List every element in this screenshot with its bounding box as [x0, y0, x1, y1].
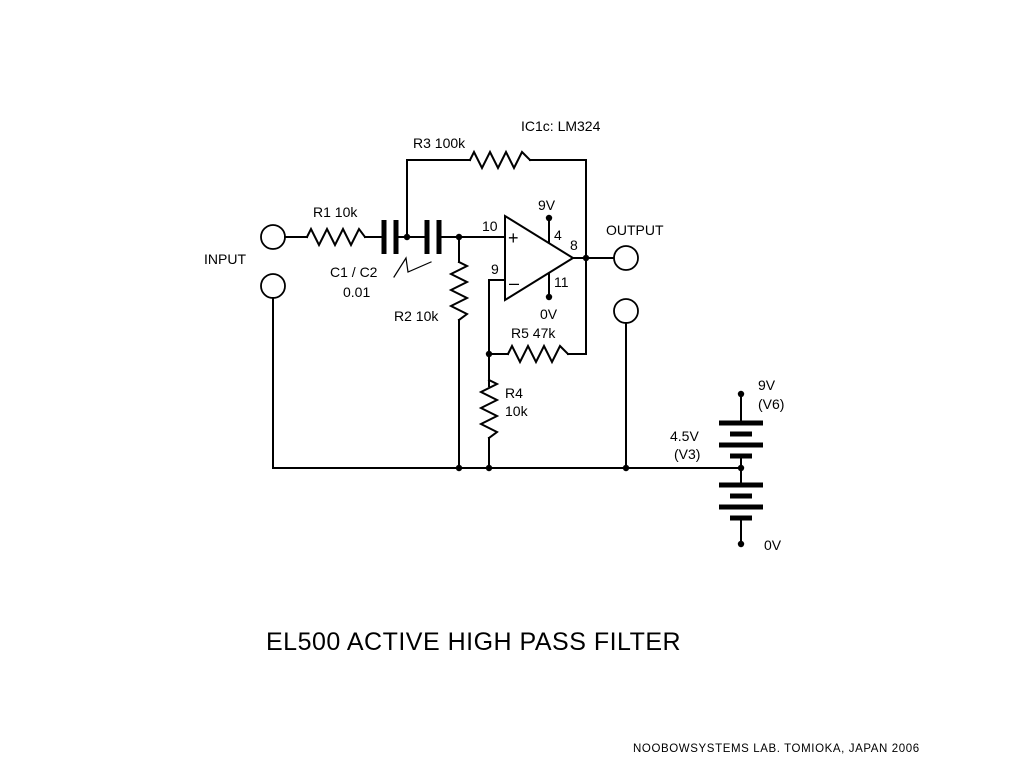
- battery-top-dot: [737, 390, 745, 398]
- opamp-minus-sign: –: [509, 273, 519, 293]
- r3-resistor: [468, 149, 532, 171]
- ic-label: IC1c: LM324: [521, 118, 601, 134]
- wire-r3-left: [406, 159, 471, 238]
- input-label: INPUT: [204, 251, 246, 267]
- output-label: OUTPUT: [606, 222, 664, 238]
- output-terminal-signal: [613, 245, 639, 271]
- vminus-dot: [545, 293, 553, 301]
- r5-resistor: [506, 343, 570, 365]
- vplus-dot: [545, 214, 553, 222]
- pin-11-label: 11: [554, 274, 569, 290]
- vminus-label: 0V: [540, 306, 558, 322]
- r1-label: R1 10k: [313, 204, 358, 220]
- wire-r5-right: [567, 349, 587, 355]
- c-value-label: 0.01: [343, 284, 370, 300]
- r2-resistor: [448, 260, 470, 322]
- pin-10-label: 10: [482, 218, 498, 234]
- credit-line: NOOBOWSYSTEMS LAB. TOMIOKA, JAPAN 2006: [633, 743, 920, 755]
- r4-resistor: [478, 378, 500, 440]
- r1-resistor: [305, 226, 367, 248]
- input-terminal-ground: [260, 273, 286, 299]
- supply-top-sub-label: (V6): [758, 396, 784, 412]
- junction-ground-r4: [485, 464, 493, 472]
- supply-bottom-label: 0V: [764, 537, 782, 553]
- r4-value-label: 10k: [505, 403, 529, 419]
- vplus-label: 9V: [538, 197, 556, 213]
- output-terminal-ground: [613, 298, 639, 324]
- wire-inv-input: [488, 279, 506, 387]
- r3-label: R3 100k: [413, 135, 466, 151]
- battery-bottom-dot: [737, 540, 745, 548]
- junction-ground-r2: [455, 464, 463, 472]
- opamp-triangle: [504, 214, 575, 302]
- supply-top-label: 9V: [758, 377, 776, 393]
- c-name-label: C1 / C2: [330, 264, 378, 280]
- r2-label: R2 10k: [394, 308, 439, 324]
- supply-mid-label: 4.5V: [670, 428, 699, 444]
- pin-4-label: 4: [554, 227, 562, 243]
- pin-9-label: 9: [491, 261, 499, 277]
- wire-r3-right: [529, 159, 587, 351]
- junction-ground-output: [622, 464, 630, 472]
- diagram-title: EL500 ACTIVE HIGH PASS FILTER: [266, 628, 681, 656]
- junction-output: [582, 254, 590, 262]
- input-terminal-signal: [260, 224, 286, 250]
- r5-label: R5 47k: [511, 325, 556, 341]
- ground-rail: [272, 297, 742, 469]
- c-label-pointer: [393, 256, 432, 278]
- pin-8-label: 8: [570, 237, 578, 253]
- supply-mid-sub-label: (V3): [674, 446, 700, 462]
- r4-name-label: R4: [505, 385, 523, 401]
- opamp-plus-sign: +: [508, 228, 519, 248]
